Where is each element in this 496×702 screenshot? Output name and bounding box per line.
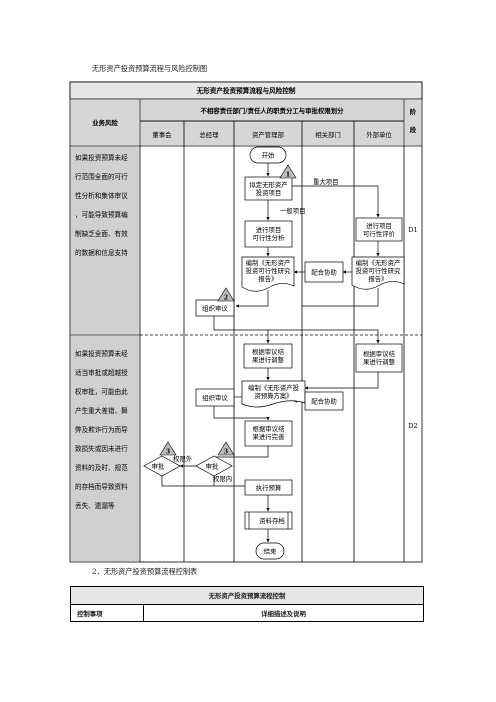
- approve-b-label: 审批: [206, 462, 219, 471]
- adjust-a-node: [243, 343, 293, 369]
- feasibility-node: [244, 220, 293, 248]
- adjust-a-label: 根据审议结果进行调整: [252, 347, 285, 364]
- risk-marker-1: 1: [279, 164, 297, 179]
- edge-beyond: 权限外: [173, 454, 193, 463]
- risk-text-line: 弊及欺诈行为而导: [75, 425, 128, 434]
- coop-b-node: [304, 391, 344, 411]
- col-external: 外部单位: [366, 130, 392, 139]
- control-table-title: 无形资产投资预算流程控制: [71, 587, 423, 605]
- plan-node: [241, 380, 306, 408]
- archive-node: [244, 511, 293, 530]
- approve-a-label: 审批: [152, 462, 165, 471]
- coop-a-label: 配合协助: [311, 268, 337, 277]
- archive-label: 资料存档: [259, 516, 285, 525]
- external-eval-node: [355, 217, 403, 242]
- coop-a-node: [304, 261, 344, 283]
- risk-text-line: 适当审批或超越授: [75, 368, 128, 377]
- stage-d1: D1: [408, 226, 417, 234]
- refine-label: 根据审议结果进行完善: [253, 424, 286, 441]
- edge-general: 一般项目: [280, 206, 306, 215]
- svg-text:3: 3: [166, 449, 170, 456]
- col-related: 相关部门: [315, 130, 341, 139]
- division-header-cell: [140, 99, 404, 121]
- feasibility-label: 进行项目可行性分析: [253, 225, 286, 242]
- risk-panel-2: [70, 335, 140, 562]
- report-b-label: 编制《无形资产投资可行性研究报告》: [356, 258, 401, 283]
- flowchart-frame: [69, 81, 423, 563]
- svg-text:3: 3: [224, 449, 228, 456]
- report-a-label: 编制《无形资产投资可行性研究报告》: [246, 258, 291, 283]
- risk-panel-1: [70, 146, 140, 335]
- risk-text-line: 权审批，可能由此: [75, 387, 128, 396]
- risk-marker-3b: 3: [217, 441, 235, 456]
- risk-text-2: 如果投资预算未经适当审批或超越授权审批，可能由此产生重大差错、舞弊及欺诈行为而导…: [75, 349, 128, 510]
- organize-b-label: 组织审议: [202, 393, 228, 402]
- report-a-node: [241, 256, 295, 292]
- start-node: [249, 146, 287, 164]
- risk-markers: 1 2 3 3: [159, 164, 297, 456]
- section1-caption: 无形资产投资预算流程与风险控制图: [92, 64, 208, 73]
- risk-marker-3a: 3: [159, 441, 177, 456]
- flowchart-title: 无形资产投资预算流程与风险控制: [196, 86, 296, 95]
- approve-b-node: [195, 455, 233, 477]
- external-eval-label: 进行项目可行性评价: [363, 221, 396, 238]
- organize-a-label: 组织审议: [202, 304, 228, 313]
- risk-text-line: 丢失、遗漏等: [75, 501, 115, 510]
- coop-b-label: 配合协助: [311, 397, 337, 406]
- organize-b-node: [195, 388, 235, 407]
- end-node: [255, 542, 285, 560]
- approve-a-node: [143, 455, 181, 477]
- col-gm: 总经理: [199, 130, 219, 139]
- risk-text-line: 性分析和集体审议: [75, 191, 128, 200]
- risk-text-line: 资料的及时、规范: [75, 463, 128, 472]
- control-table-col2: 详细描述及说明: [261, 609, 306, 618]
- stage-d2: D2: [408, 422, 417, 430]
- edge-major: 重大项目: [313, 177, 339, 186]
- division-header: 不相容责任部门/责任人的职责分工与审批权限划分: [201, 106, 345, 115]
- draft-label: 拟定无形资产投资项目: [249, 180, 287, 197]
- section2-caption: 2．无形资产投资预算流程控制表: [92, 567, 198, 576]
- col-asset: 资产管理部: [252, 130, 285, 139]
- control-table-header-row: 控制事项 详细描述及说明: [71, 605, 423, 621]
- svg-text:2: 2: [224, 295, 228, 302]
- stage-header-cell: [404, 99, 422, 146]
- adjust-b-label: 根据审议结果进行调整: [363, 349, 396, 366]
- col-board: 董事会: [152, 130, 172, 139]
- control-table: 无形资产投资预算流程控制 控制事项 详细描述及说明: [70, 586, 424, 622]
- edge-labels: 重大项目 一般项目 权限外 权限内: [173, 177, 339, 483]
- risk-text-line: 的存档而导致资料: [75, 482, 128, 491]
- risk-header: 业务风险: [92, 118, 118, 127]
- risk-text-line: 制缺乏全面、有效: [75, 229, 128, 238]
- risk-text-line: ，可能导致预算编: [75, 210, 128, 219]
- execute-label: 执行预算: [256, 483, 282, 492]
- plan-label: 编制《无形资产投资预算方案》: [248, 383, 300, 400]
- control-table-col1: 控制事项: [71, 605, 144, 621]
- draft-node: [244, 176, 293, 201]
- execute-node: [244, 479, 293, 496]
- svg-text:1: 1: [286, 172, 290, 179]
- refine-node: [244, 420, 293, 447]
- edge-within: 权限内: [213, 474, 232, 483]
- end-label: 结束: [264, 547, 277, 556]
- risk-header-cell: [70, 99, 140, 146]
- organize-a-node: [195, 299, 235, 317]
- node-labels: 开始 拟定无形资产投资项目 进行项目可行性分析 进行项目可行性评价 编制《无形资…: [152, 151, 401, 556]
- risk-marker-2: 2: [217, 287, 235, 302]
- risk-text-line: 行范围全面的可行: [75, 172, 128, 181]
- report-b-node: [351, 256, 405, 290]
- risk-text-line: 如果投资预算未经: [75, 349, 128, 358]
- start-label: 开始: [262, 151, 275, 160]
- adjust-b-node: [355, 343, 403, 373]
- risk-text-line: 产生重大差错、舞: [75, 406, 128, 415]
- risk-text-line: 致损失或因未进行: [75, 444, 128, 453]
- risk-text-line: 的数据和信息支持: [75, 248, 128, 257]
- stage-header: 阶段: [410, 107, 417, 134]
- risk-text-line: 如果投资预算未经: [75, 153, 128, 162]
